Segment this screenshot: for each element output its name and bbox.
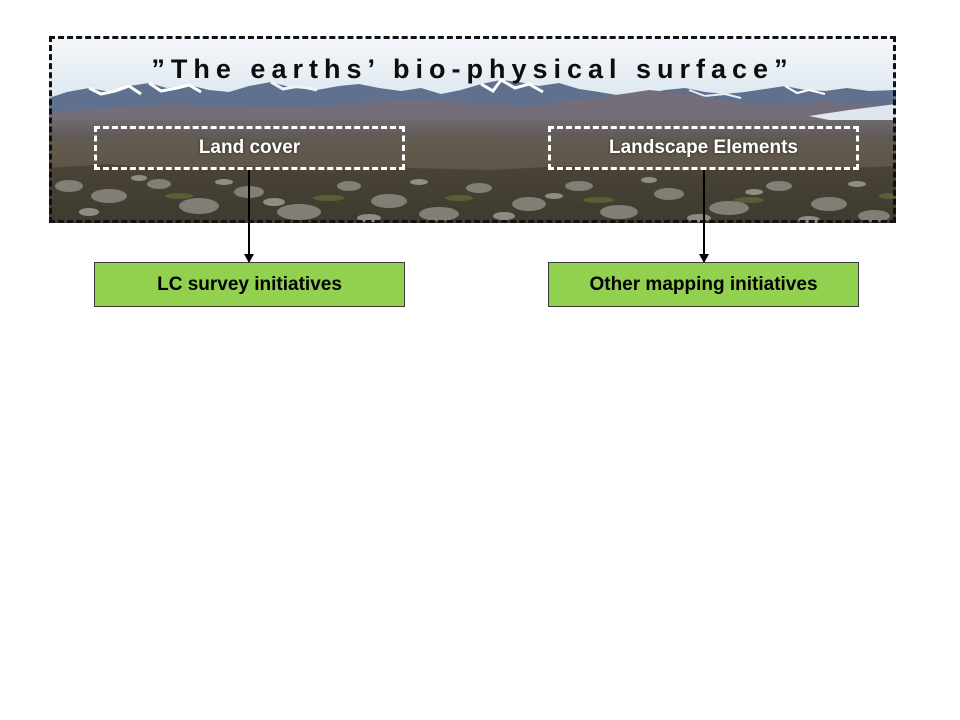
landscape-banner bbox=[49, 36, 896, 223]
landscape-elements-box: Landscape Elements bbox=[548, 126, 859, 170]
land-cover-box: Land cover bbox=[94, 126, 405, 170]
lc-survey-initiatives-box: LC survey initiatives bbox=[94, 262, 405, 307]
mountain-landscape-photo bbox=[49, 36, 896, 223]
other-mapping-initiatives-box: Other mapping initiatives bbox=[548, 262, 859, 307]
banner-title: ”The earths’ bio-physical surface” bbox=[151, 54, 794, 84]
